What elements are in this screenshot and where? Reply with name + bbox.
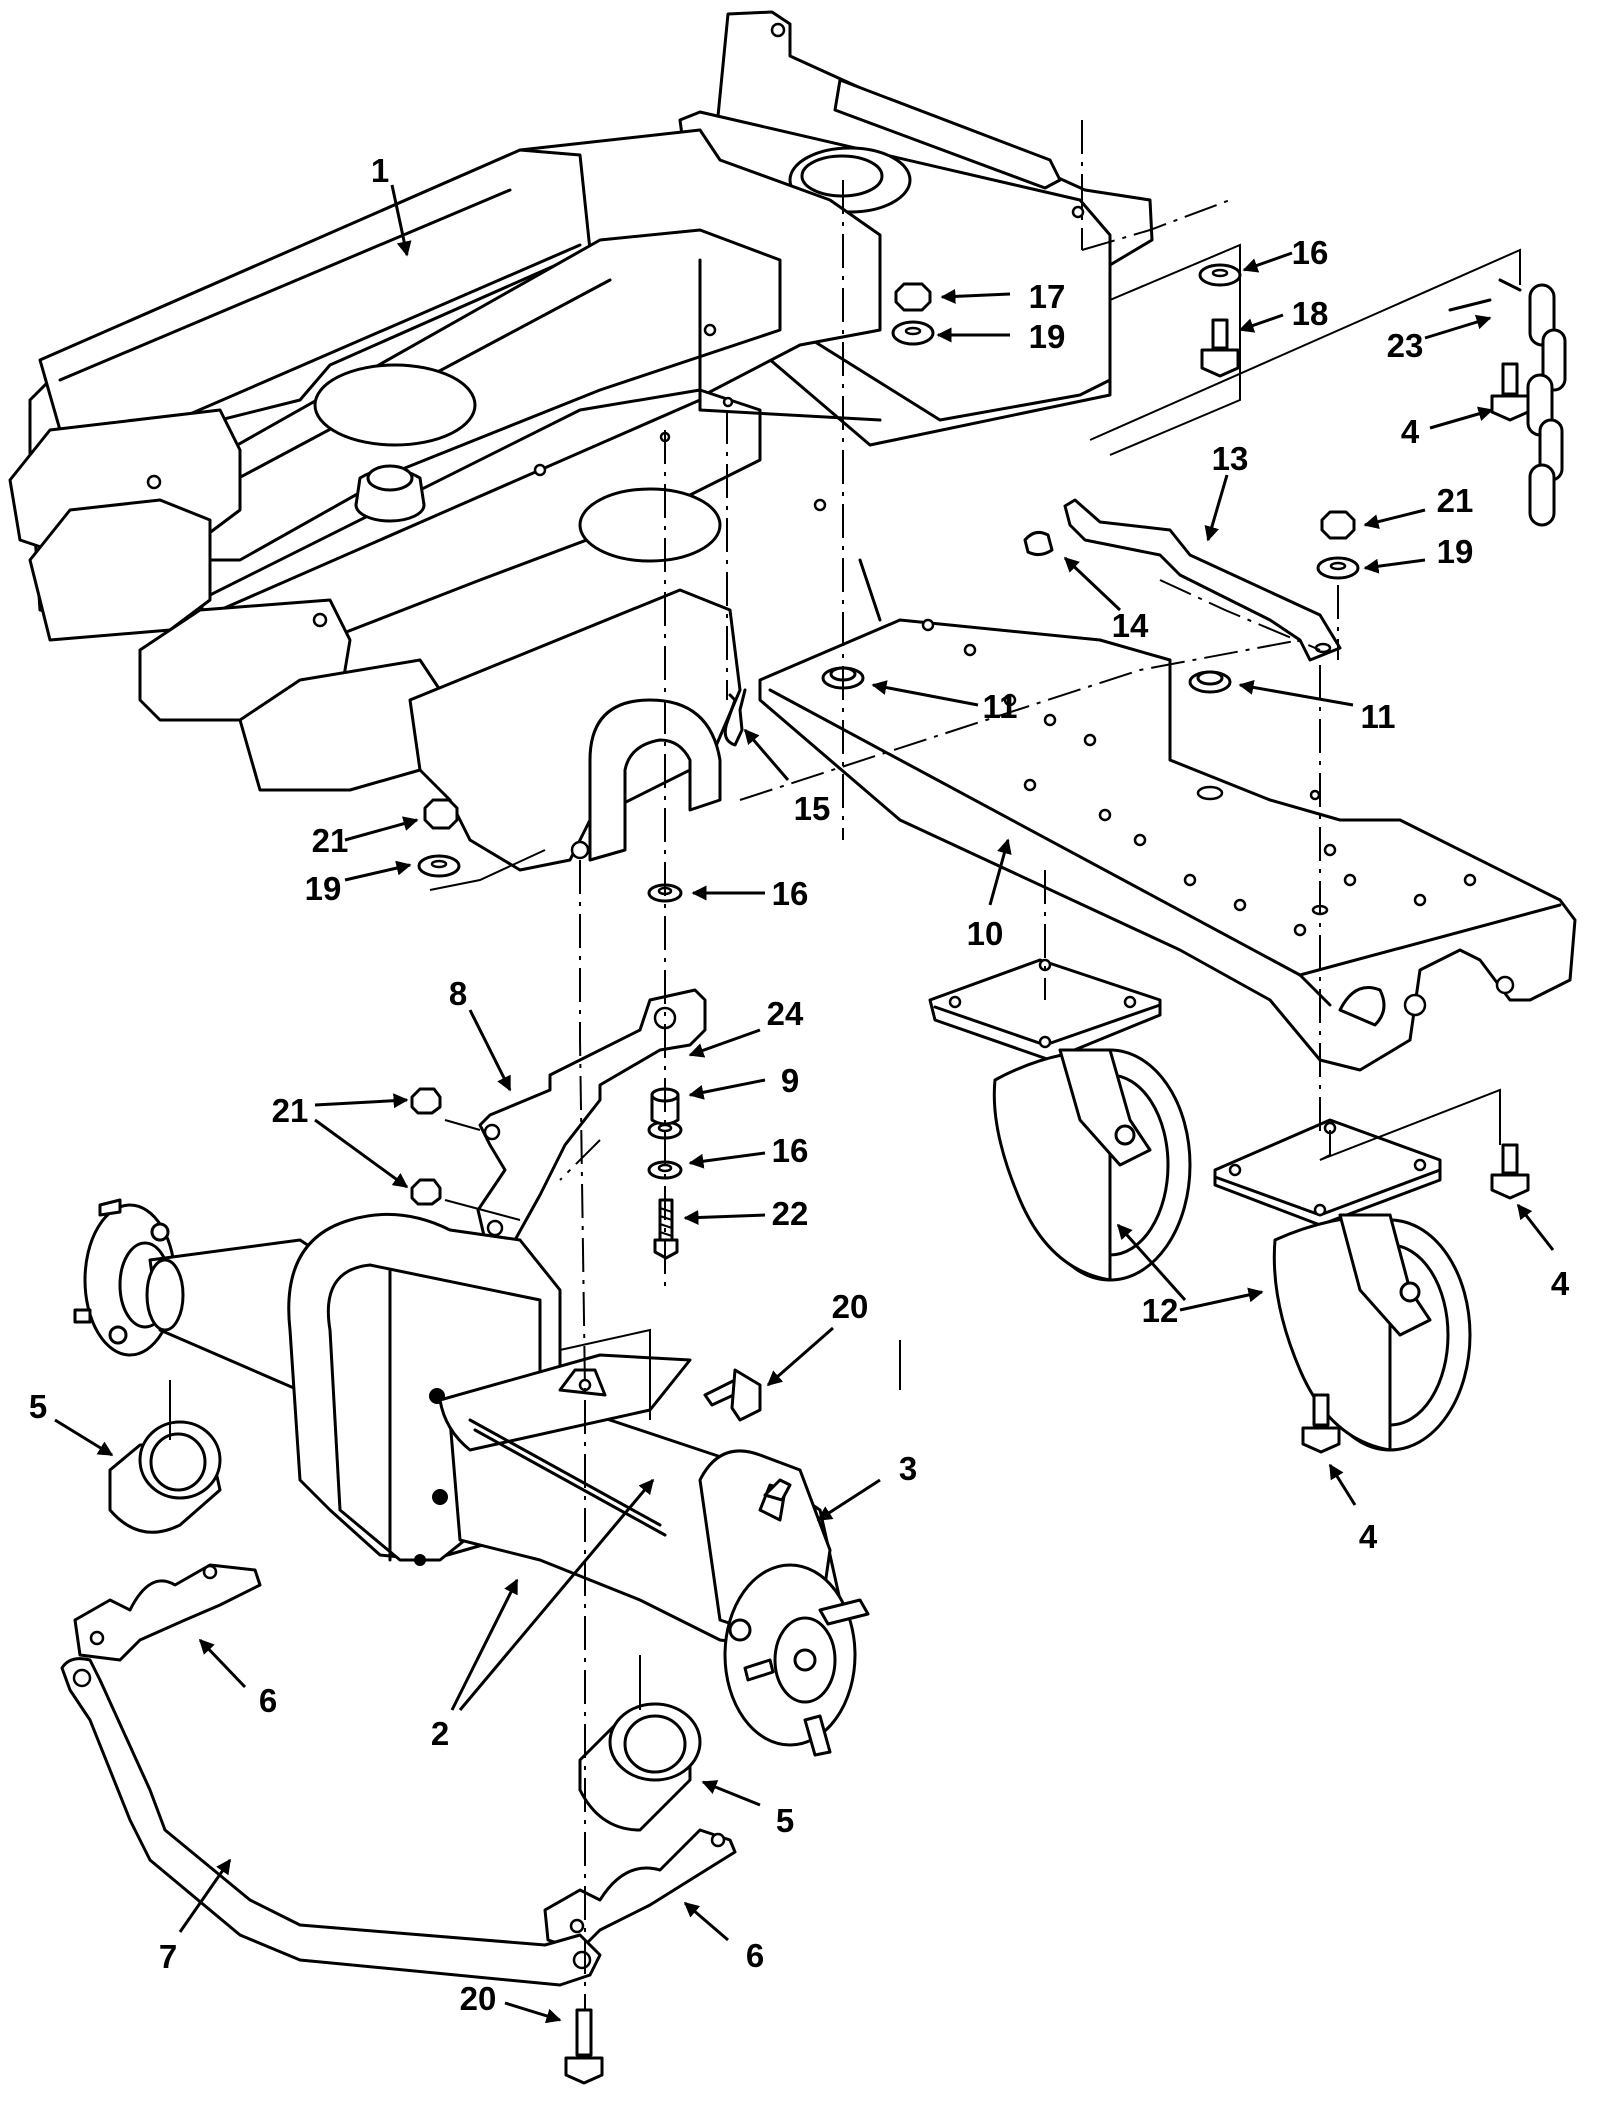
callout-20-bottom: 20 (460, 1980, 497, 2017)
callout-5-left: 5 (29, 1388, 47, 1425)
caster-wheel-left (928, 958, 1192, 1282)
callout-8: 8 (449, 975, 467, 1012)
callout-4-right: 4 (1551, 1265, 1570, 1302)
hardware-bolt-20-bottom (564, 2008, 604, 2085)
hardware-bolt-4-bottom (1301, 1393, 1341, 1454)
hardware-nuts-21-bracket (410, 1087, 442, 1206)
hardware-nut-washer-21-19-right (1316, 510, 1360, 580)
callout-1: 1 (371, 152, 389, 189)
callout-19-top: 19 (1029, 318, 1066, 355)
callout-15: 15 (794, 790, 831, 827)
callout-11-right: 11 (1361, 698, 1396, 735)
hardware-nut-washer-21-19-left (417, 798, 461, 878)
main-frame-part (8, 10, 1154, 872)
callout-20-top: 20 (832, 1288, 869, 1325)
strap-bracket-part (1023, 498, 1342, 662)
hardware-bolt-4-top (1490, 362, 1530, 422)
callout-18: 18 (1292, 295, 1329, 332)
callout-19-left: 19 (305, 870, 342, 907)
callout-6-right: 6 (746, 1937, 764, 1974)
callout-17: 17 (1029, 278, 1066, 315)
callout-9: 9 (781, 1062, 799, 1099)
callout-7: 7 (159, 1938, 177, 1975)
callout-16-mid: 16 (772, 875, 809, 912)
bushing-left (108, 1420, 222, 1534)
callout-16-lower: 16 (772, 1132, 809, 1169)
callout-11-left: 11 (983, 688, 1018, 725)
callout-2: 2 (431, 1715, 449, 1752)
callout-12: 12 (1142, 1292, 1179, 1329)
callout-5-right: 5 (776, 1802, 794, 1839)
callout-14: 14 (1112, 607, 1149, 644)
callout-3: 3 (899, 1450, 917, 1487)
callout-21-left: 21 (312, 822, 349, 859)
callout-13: 13 (1212, 440, 1249, 477)
callout-10: 10 (967, 915, 1004, 952)
strap-clamp-left (73, 1563, 262, 1662)
callout-22: 22 (772, 1195, 809, 1232)
strap-clamp-right (543, 1828, 737, 1952)
callout-21-right: 21 (1437, 482, 1474, 519)
callout-23: 23 (1387, 327, 1424, 364)
tie-rod-part (60, 1657, 602, 1987)
caster-wheel-right (1213, 1118, 1472, 1452)
bushing-right (578, 1702, 702, 1832)
callout-19-right: 19 (1437, 533, 1474, 570)
callout-4-bottom: 4 (1359, 1518, 1378, 1555)
hardware-bolt-4-right (1490, 1143, 1530, 1200)
callout-6-left: 6 (259, 1682, 277, 1719)
callout-24: 24 (767, 995, 804, 1032)
callout-21-bracket: 21 (272, 1092, 309, 1129)
center-lines (169, 120, 1521, 2010)
chain-part (1448, 278, 1567, 527)
hardware-16-18-right (1198, 263, 1242, 378)
hardware-bolt-20-top (703, 1368, 762, 1422)
callout-labels: 1 16 17 18 19 23 4 13 21 19 14 11 11 15 … (29, 152, 1570, 2017)
drive-motor-assembly (73, 1198, 870, 1757)
small-bracket-part (476, 988, 707, 1242)
cotter-pin-part (723, 688, 747, 747)
leader-lines (54, 184, 1555, 2024)
callout-4-top: 4 (1401, 413, 1420, 450)
hardware-nut-washer-17-19 (891, 282, 935, 346)
callout-16-top: 16 (1292, 234, 1329, 271)
